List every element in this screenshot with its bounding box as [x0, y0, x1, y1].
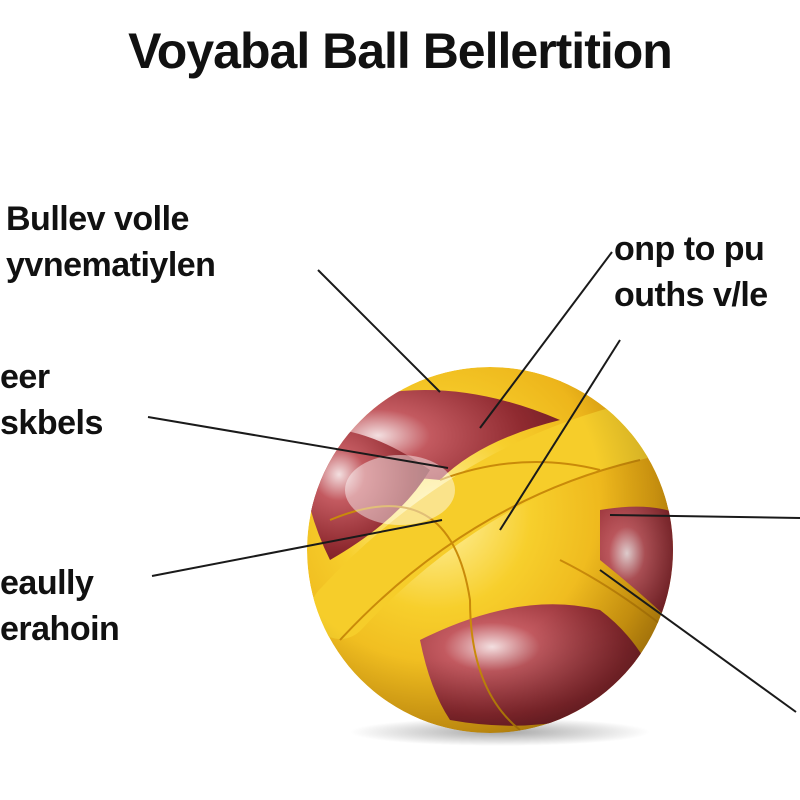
volleyball [307, 367, 673, 733]
leader-line-mid-left [147, 416, 449, 469]
ball-shading [307, 367, 673, 733]
label-low-left-line-1: eaully [0, 564, 94, 602]
label-top-right-line-1: onp to pu [614, 230, 765, 268]
label-mid-left: eer skbels [0, 354, 103, 446]
label-low-left-line-2: erahoin [0, 610, 120, 648]
leader-line-lower-right [599, 569, 797, 713]
label-low-left: eaully erahoin [0, 560, 120, 652]
label-top-left-line-1: Bullev volle [6, 200, 189, 238]
label-top-right-line-2: ouths v/le [614, 276, 768, 314]
leader-line-top-right-1 [479, 251, 613, 429]
label-top-left-line-2: yvnematiylen [6, 246, 216, 284]
leader-lines [147, 251, 800, 713]
leader-line-low-left [151, 519, 443, 577]
leader-line-right [609, 514, 800, 519]
label-mid-left-line-2: skbels [0, 404, 103, 442]
label-top-right: onp to pu ouths v/le [614, 226, 768, 318]
label-top-left: Bullev volle yvnematiylen [6, 196, 216, 288]
diagram-title: Voyabal Ball Bellertition [128, 23, 673, 79]
leader-line-top-left [317, 269, 441, 393]
label-mid-left-line-1: eer [0, 358, 50, 396]
leader-line-top-right-2 [499, 339, 621, 531]
